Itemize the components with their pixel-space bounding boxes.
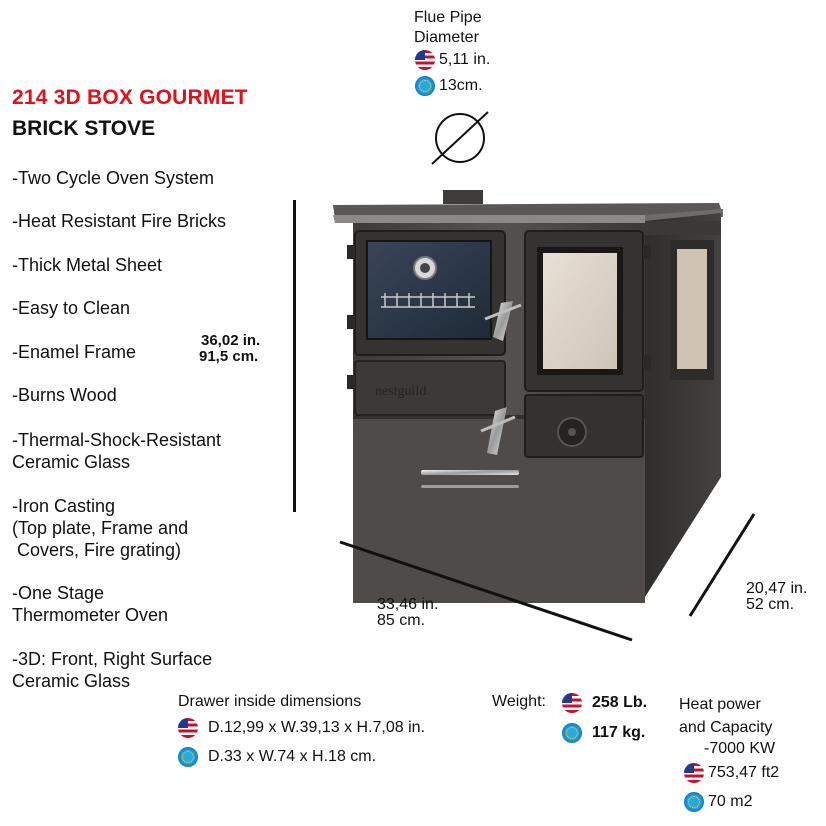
feature-item: -Burns Wood (12, 385, 117, 405)
flue-label: Flue Pipe Diameter (414, 8, 482, 48)
drawer-metric: D.33 x W.74 x H.18 cm. (208, 748, 377, 765)
flue-metric-row: 13cm. (415, 76, 483, 96)
feature-item: -Thick Metal Sheet (12, 255, 163, 275)
heat-label: Heat power and Capacity (679, 693, 772, 739)
eu-flag-icon (415, 76, 435, 96)
drawer-imperial-row: D.12,99 x W.39,13 x H.7,08 in. (178, 718, 425, 738)
weight-imperial: 258 Lb. (592, 694, 648, 711)
eu-flag-icon (178, 747, 198, 767)
product-subtitle: BRICK STOVE (12, 117, 156, 140)
brand-plate: nestguild (375, 384, 426, 399)
feature-item: -3D: Front, Right Surface Ceramic Glass (12, 649, 213, 691)
us-flag-icon (562, 693, 582, 713)
flue-label-line2: Diameter (414, 29, 479, 46)
heat-power: -7000 KW (704, 740, 776, 757)
height-imperial: 36,02 in. (201, 332, 261, 349)
weight-label: Weight: (492, 693, 546, 710)
heat-imperial: 753,47 ft2 (708, 764, 780, 781)
width-dimension-line (339, 540, 633, 642)
drawer-imperial: D.12,99 x W.39,13 x H.7,08 in. (208, 719, 426, 736)
depth-metric: 52 cm. (746, 596, 795, 613)
feature-item: -One Stage Thermometer Oven (12, 583, 169, 625)
heat-label-line2: and Capacity (679, 719, 773, 736)
depth-imperial: 20,47 in. (746, 580, 808, 597)
feature-item: -Two Cycle Oven System (12, 168, 215, 188)
feature-item: -Enamel Frame (12, 342, 137, 362)
us-flag-icon (178, 718, 198, 738)
stove-image: nestguild (333, 190, 723, 603)
drawer-label: Drawer inside dimensions (178, 693, 362, 710)
weight-imperial-row: 258 Lb. (562, 693, 647, 713)
weight-metric-row: 117 kg. (562, 723, 645, 743)
diameter-icon (431, 111, 489, 165)
feature-item: -Heat Resistant Fire Bricks (12, 211, 227, 231)
flue-imperial: 5,11 in. (439, 51, 491, 68)
heat-metric: 70 m2 (708, 793, 753, 810)
drawer-metric-row: D.33 x W.74 x H.18 cm. (178, 747, 376, 767)
product-title: 214 3D BOX GOURMET (12, 86, 248, 109)
us-flag-icon (684, 763, 704, 783)
feature-item: -Thermal-Shock-Resistant Ceramic Glass (12, 430, 222, 472)
heat-metric-row: 70 m2 (684, 792, 752, 812)
heat-label-line1: Heat power (679, 696, 761, 713)
us-flag-icon (415, 50, 435, 70)
eu-flag-icon (684, 792, 704, 812)
feature-item: -Iron Casting (Top plate, Frame and Cove… (12, 496, 189, 560)
depth-dimension-line (688, 513, 756, 617)
width-metric: 85 cm. (377, 612, 426, 629)
weight-metric: 117 kg. (592, 724, 646, 741)
width-imperial: 33,46 in. (377, 596, 439, 613)
flue-label-line1: Flue Pipe (414, 9, 482, 26)
height-metric: 91,5 cm. (199, 348, 259, 365)
feature-item: -Easy to Clean (12, 298, 131, 318)
eu-flag-icon (562, 723, 582, 743)
flue-metric: 13cm. (439, 77, 483, 94)
height-dimension-line (293, 200, 296, 512)
heat-imperial-row: 753,47 ft2 (684, 763, 779, 783)
flue-imperial-row: 5,11 in. (415, 50, 490, 70)
